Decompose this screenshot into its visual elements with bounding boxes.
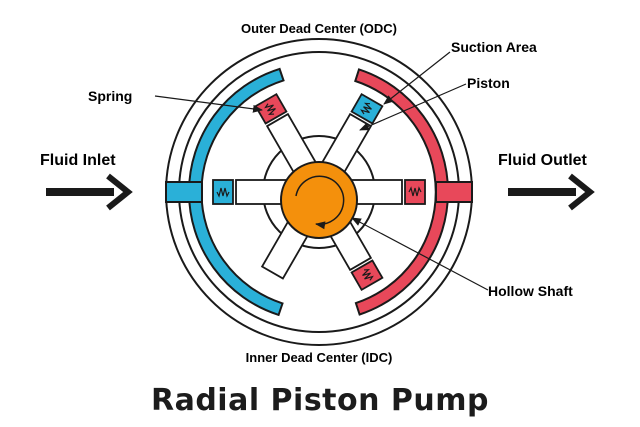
suction-leader [383, 51, 451, 105]
odc-label: Outer Dead Center (ODC) [241, 21, 397, 36]
diagram-title: Radial Piston Pump [151, 383, 489, 418]
hollow-shaft-label: Hollow Shaft [488, 283, 573, 299]
outlet-arrow-icon [508, 173, 595, 211]
idc-label: Inner Dead Center (IDC) [246, 350, 393, 365]
spring-label: Spring [88, 88, 132, 104]
hollow-shaft [280, 161, 358, 239]
inlet-arrow-icon [46, 173, 133, 211]
inlet-port [165, 67, 285, 317]
piston-label: Piston [467, 75, 510, 91]
fluid-outlet-label: Fluid Outlet [498, 152, 588, 169]
fluid-inlet-label: Fluid Inlet [40, 152, 116, 169]
shaft-leader [351, 217, 489, 291]
outlet-port [354, 68, 473, 316]
piston-leader [359, 83, 467, 131]
suction-area-label: Suction Area [451, 39, 537, 55]
rotation-arrow-icon [295, 175, 345, 230]
spring-leader [154, 95, 263, 113]
